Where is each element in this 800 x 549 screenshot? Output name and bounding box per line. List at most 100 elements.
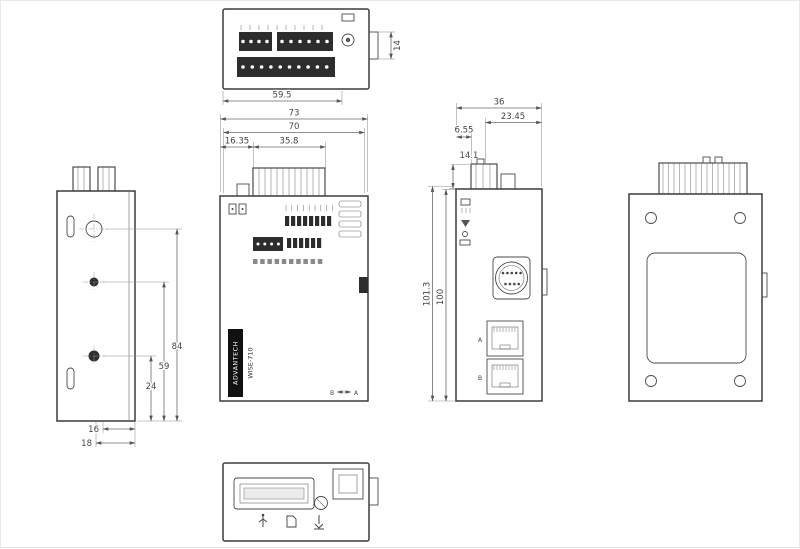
front-view: 73 70 16.35 35.8 [219,107,369,402]
dip-switch-row-1 [285,216,332,226]
brand-bar [228,329,243,397]
pin-dot [289,39,293,44]
din-rail-recess [646,252,747,364]
dip-switch [285,216,290,226]
pin-dot [506,271,509,275]
label-mark [274,259,280,264]
port-a-label: A [354,390,359,397]
label-mark [260,259,265,264]
usb-glyph [258,516,268,527]
dimension-label: 70 [289,122,300,132]
rear-terminal-hatching [662,163,741,194]
port-b-label: B [478,375,482,382]
pin-dot [249,39,253,44]
pin-dot [325,39,329,44]
port-a-label: A [478,337,483,344]
screw-hole [734,212,746,224]
dimension-label: 59 [159,362,170,372]
rear-terminal-block [658,162,748,195]
dimension-label: 14.1 [460,151,479,161]
usb-tip [261,513,265,517]
port-notch [499,344,511,350]
bottom-view [222,462,379,542]
right-side-view: 36 23.45 6.55 14.1 101.3 100 [421,96,548,402]
pin-dot [265,39,269,44]
dimension-label: 18 [81,439,92,449]
pin-dot [241,39,245,44]
front-view-outline [219,195,369,402]
screw-hole [341,33,355,47]
mounting-slot-bottom [66,367,75,390]
pin-dot [263,242,267,246]
top-small-feature [341,13,355,22]
dim-side-front-offset: 6.55 [453,124,475,163]
terminal-nub [714,156,723,164]
usb-icon [258,513,268,527]
dimension-label: 59.5 [273,91,292,101]
label-mark [317,259,323,264]
connector-pins-bottom [504,282,520,286]
pin-dot [278,65,283,69]
connector-inner-ring [498,265,525,291]
dip-switch [309,216,314,226]
din-clip-side [470,163,498,190]
dip-pin-number-ticks [285,205,333,211]
slot-icon [459,239,471,246]
ethernet-port-b [486,358,524,395]
connector-icon [238,203,247,215]
clip-nub [476,158,485,165]
pin-dot [501,271,505,275]
din-latch-tab [368,31,379,60]
terminal-hatching [258,168,320,196]
pin-dot [508,282,512,286]
dim-side-body-height: 100 [435,189,456,402]
dimension-label: 6.55 [455,126,474,136]
dim-side-depth: 36 [456,96,542,187]
pin-dot [510,271,514,275]
vent-slot [338,230,362,238]
pin-dot [256,242,260,246]
vent-slot [338,200,362,208]
mid-terminal-block [253,237,283,251]
pin-dot [513,282,516,286]
label-mark [281,259,287,264]
label-mark [253,259,258,264]
dimension-label: 84 [172,342,183,352]
dim-side-upper-depth: 23.45 [485,111,542,163]
terminal-block-2-pins [280,39,329,44]
dip-switch [321,216,326,226]
dip-switch [305,238,310,248]
front-port-markings: B A [329,389,361,399]
top-left-bump [236,183,250,197]
screw-hole [734,375,746,387]
connector-ticks [461,208,471,213]
sd-card-icon [286,515,297,528]
dimension-label: 14 [393,40,403,51]
dip-switch [303,216,308,226]
dip-switch [317,238,322,248]
screw-hole [314,496,328,510]
terminal-block-1-pins [241,39,269,44]
pin-dot [257,39,261,44]
model-label: WISE-710 [247,347,255,378]
left-side-view: 24 59 84 16 18 [56,166,184,450]
screw-hole [645,375,657,387]
dimension-label: 36 [494,98,505,108]
pin-dot [287,65,292,69]
dimension-label: 16 [88,425,99,435]
screw-hole [645,212,657,224]
dim-front-terminal-width: 35.8 [253,135,326,168]
dim-top-width: 59.5 [222,89,343,105]
terminal-block-2 [277,32,333,51]
io-slot-inner [239,483,309,504]
dim-left-bottom: 16 18 [80,422,136,450]
dip-switch [291,216,296,226]
port-pins [493,365,516,370]
label-mark [267,259,272,264]
terminal-block-1 [239,32,272,51]
dimension-label: 23.45 [501,112,525,122]
side-tab [541,268,548,296]
dip-switch [287,238,292,248]
connector-outer-ring [495,261,528,295]
